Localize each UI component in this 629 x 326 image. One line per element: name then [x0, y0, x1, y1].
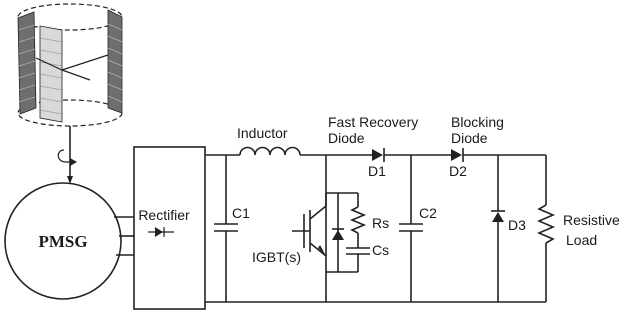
rectifier-label: Rectifier	[138, 207, 190, 223]
diode-d3	[491, 155, 505, 302]
resistive-load	[536, 155, 556, 302]
snubber-rs	[349, 193, 367, 248]
pmsg-generator	[4, 182, 122, 300]
blade-front	[39, 25, 63, 123]
igbt-diode	[332, 230, 344, 240]
pmsg-label: PMSG	[38, 232, 87, 251]
blade-left	[17, 11, 37, 115]
blocking-label-1: Blocking	[451, 114, 504, 130]
load-label-1: Resistive	[563, 212, 620, 228]
d3-label: D3	[508, 217, 526, 233]
c1-label: C1	[232, 205, 250, 221]
cs-label: Cs	[372, 242, 389, 258]
rotation-arrow-icon	[57, 149, 76, 163]
wind-turbine-rotor	[17, 3, 123, 184]
rectifier-diode-icon	[148, 227, 174, 237]
diode-d1	[372, 148, 385, 162]
fast-recovery-label-2: Diode	[328, 130, 365, 146]
capacitor-c2	[399, 155, 423, 302]
blocking-label-2: Diode	[451, 130, 488, 146]
c2-label: C2	[419, 205, 437, 221]
snubber-cs	[346, 247, 370, 272]
inductor-coil	[239, 146, 301, 156]
load-label-2: Load	[566, 232, 597, 248]
three-phase-lines	[114, 216, 134, 256]
rectifier-block	[133, 146, 206, 310]
inductor-label: Inductor	[237, 125, 288, 141]
igbt-label: IGBT(s)	[252, 249, 301, 265]
rs-label: Rs	[372, 215, 389, 231]
blade-right	[107, 9, 123, 114]
d2-label: D2	[449, 163, 467, 179]
shaft-arrow-icon	[67, 176, 73, 184]
diode-d2	[451, 148, 464, 162]
fast-recovery-label-1: Fast Recovery	[328, 114, 418, 130]
igbt-switch	[292, 155, 358, 302]
capacitor-c1	[214, 155, 238, 302]
d1-label: D1	[368, 163, 386, 179]
